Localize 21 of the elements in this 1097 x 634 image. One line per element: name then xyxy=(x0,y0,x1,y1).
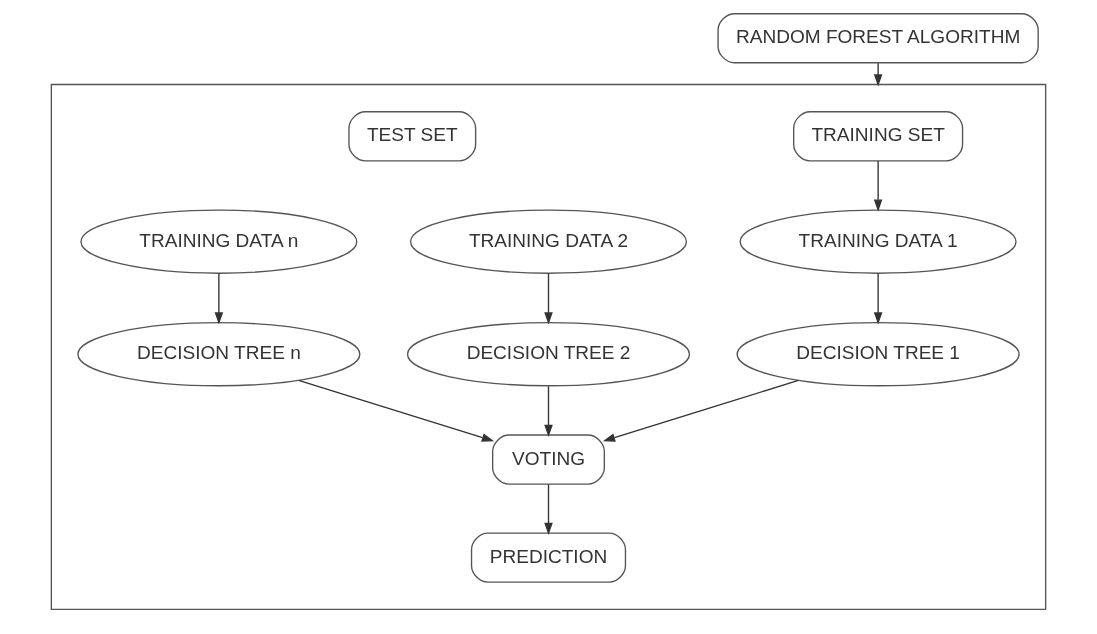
node-box: RANDOM FOREST ALGORITHM xyxy=(717,13,1039,64)
arrow xyxy=(298,379,495,442)
arrow xyxy=(602,379,799,442)
cluster xyxy=(50,83,1047,611)
arrow xyxy=(873,160,883,212)
arrow xyxy=(544,272,553,325)
node-ellipse: DECISION TREE 1 xyxy=(736,322,1020,387)
node-box: PREDICTION xyxy=(470,532,627,583)
node-box: VOTING xyxy=(492,434,605,485)
node-ellipse: TRAINING DATA 1 xyxy=(739,209,1017,274)
node-ellipse: TRAINING DATA n xyxy=(80,209,358,274)
arrow xyxy=(544,483,553,536)
node-box: TEST SET xyxy=(348,111,477,162)
node-ellipse: DECISION TREE n xyxy=(77,322,361,387)
arrow xyxy=(214,272,224,325)
node-ellipse: DECISION TREE 2 xyxy=(406,322,691,387)
arrow xyxy=(873,272,883,325)
arrow xyxy=(873,62,883,87)
node-ellipse: TRAINING DATA 2 xyxy=(409,209,688,274)
arrow xyxy=(544,385,553,437)
node-box: TRAINING SET xyxy=(793,111,964,162)
